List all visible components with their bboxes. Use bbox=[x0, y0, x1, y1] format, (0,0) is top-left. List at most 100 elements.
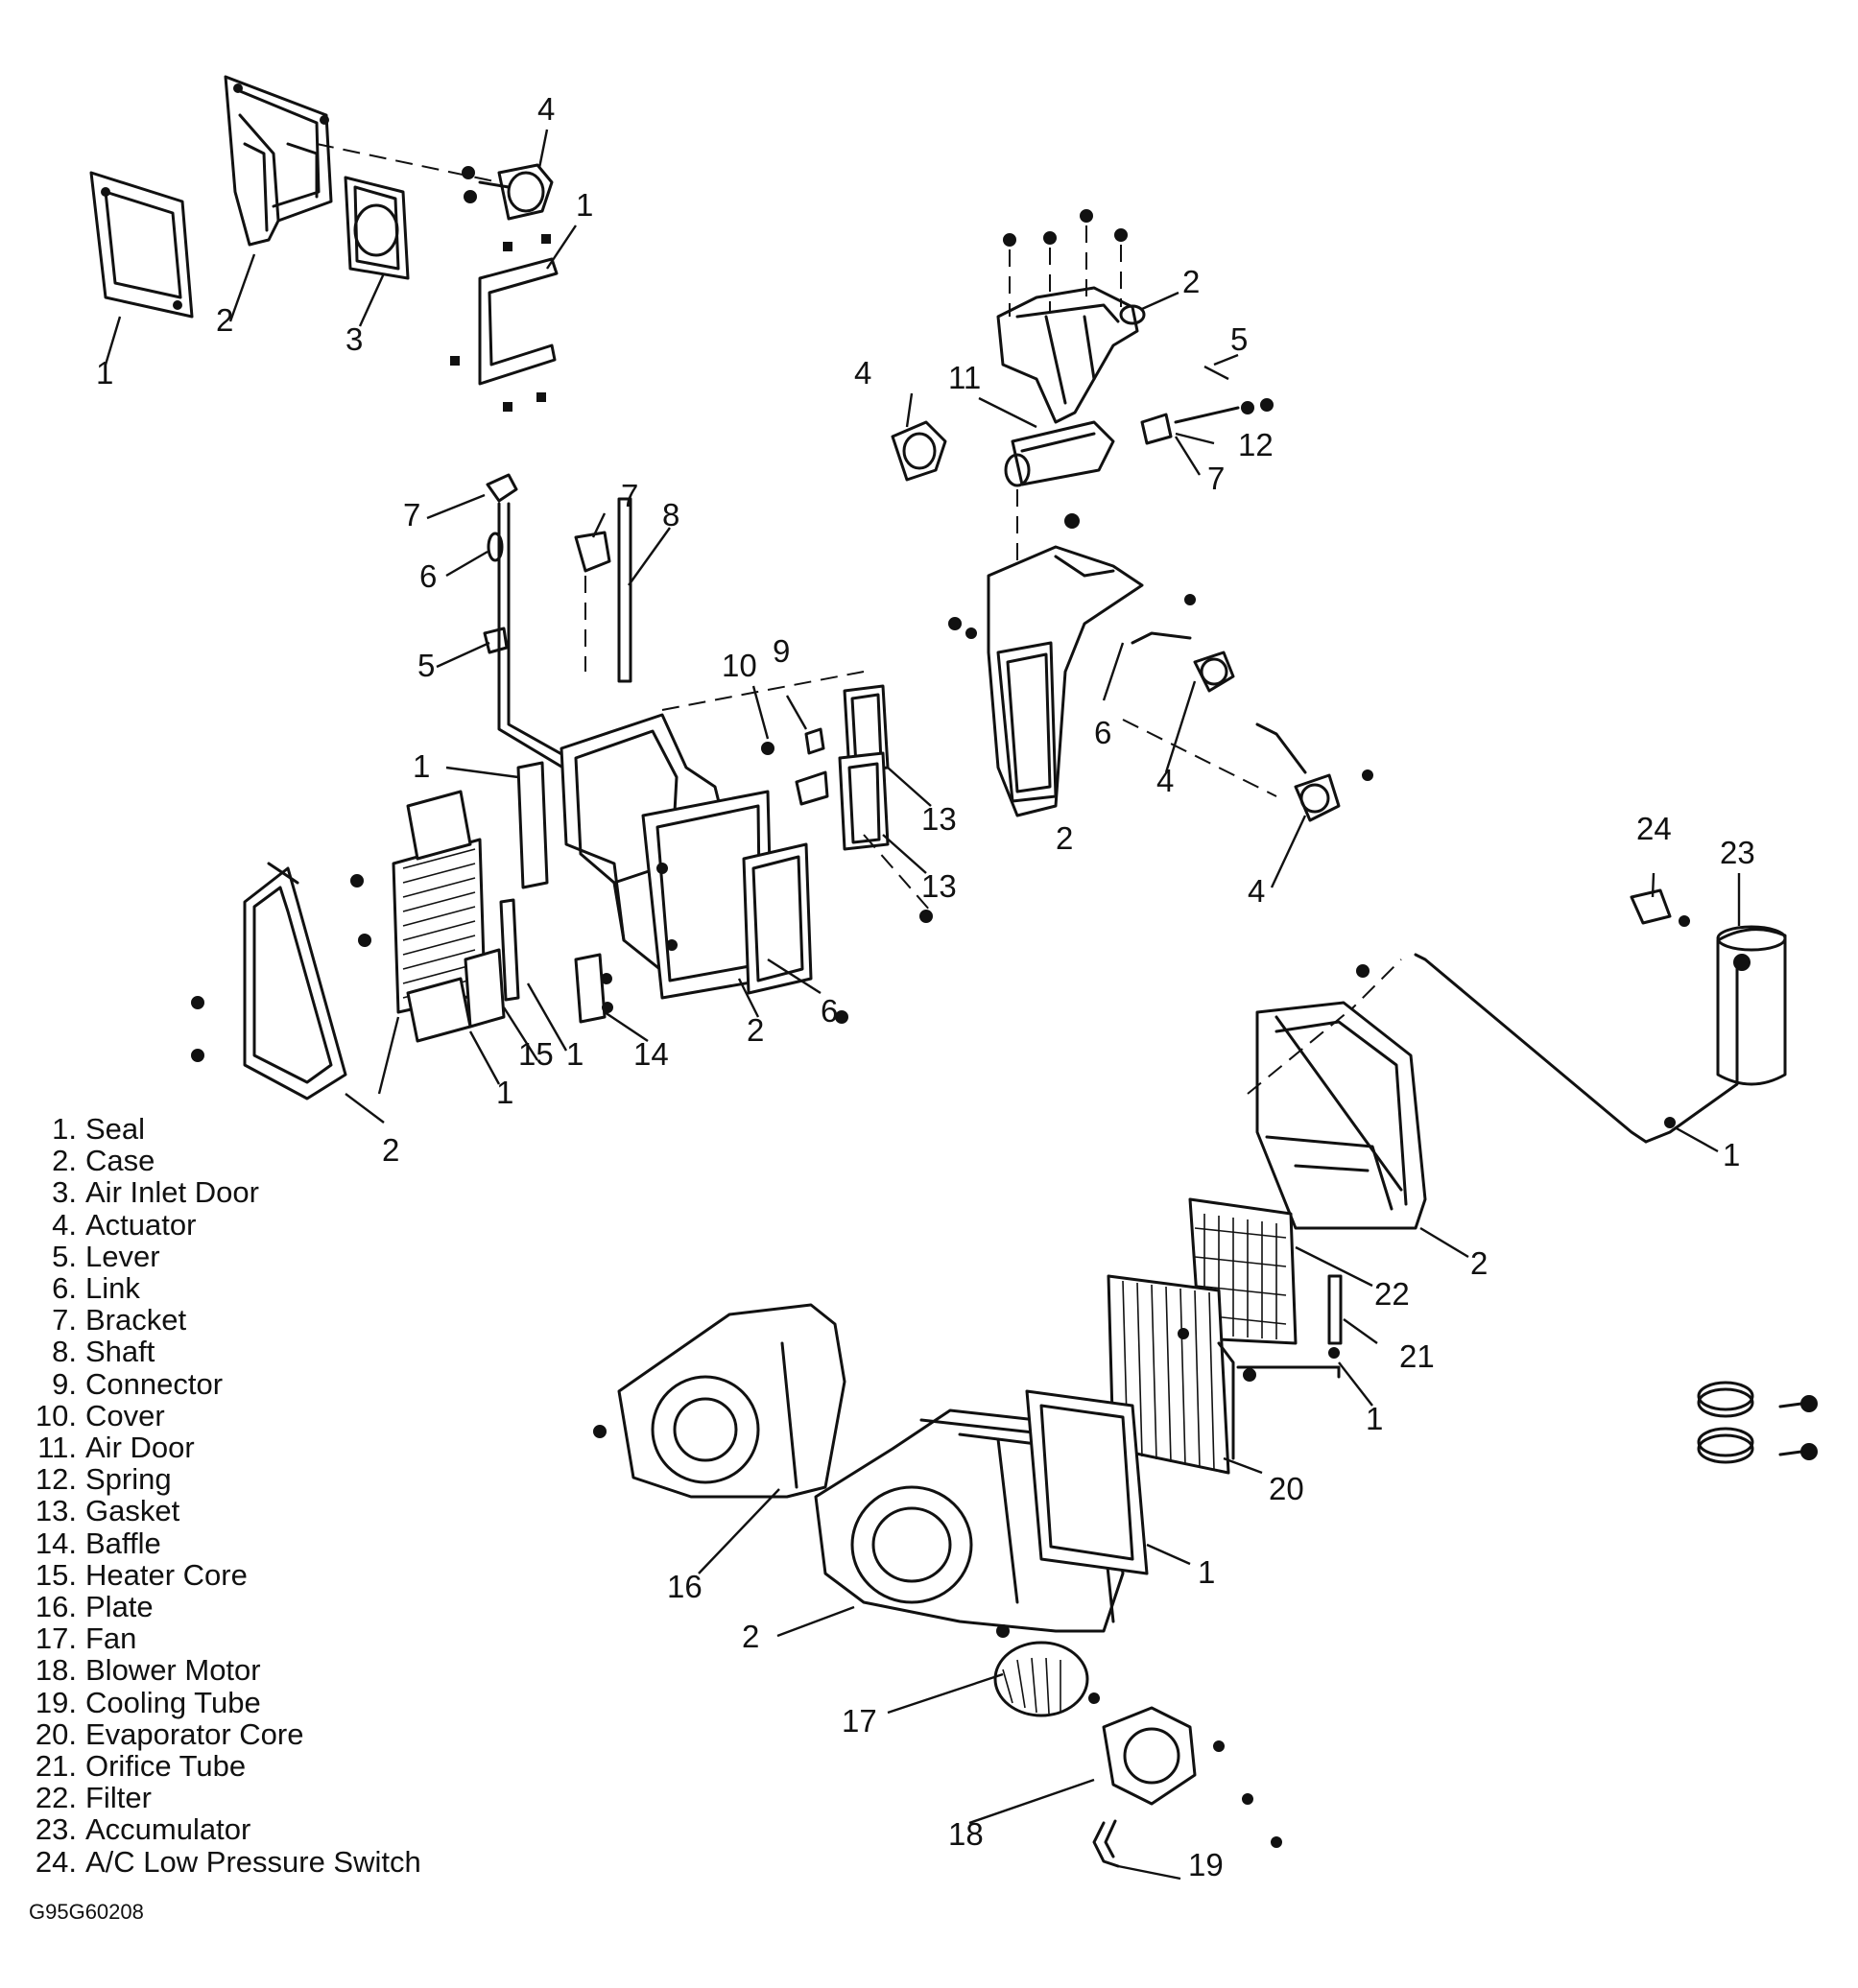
legend-item: 13.Gasket bbox=[35, 1494, 180, 1528]
callout-24: 24 bbox=[1636, 811, 1672, 846]
callout-1: 1 bbox=[496, 1075, 513, 1110]
callout-2: 2 bbox=[1470, 1245, 1488, 1281]
link-actuator-right bbox=[1122, 594, 1373, 822]
callout-13: 13 bbox=[921, 868, 957, 904]
actuator-part-top-left bbox=[316, 143, 554, 221]
callout-20: 20 bbox=[1269, 1471, 1304, 1506]
callout-2: 2 bbox=[216, 302, 233, 338]
callout-2: 2 bbox=[747, 1012, 764, 1048]
seal-strips-heater bbox=[406, 761, 549, 1043]
legend-item: 9.Connector bbox=[52, 1366, 224, 1401]
callout-2: 2 bbox=[1056, 820, 1073, 856]
legend-item: 22.Filter bbox=[35, 1781, 152, 1815]
callout-11: 11 bbox=[948, 360, 981, 395]
callout-4: 4 bbox=[854, 355, 871, 390]
callout-14: 14 bbox=[633, 1036, 669, 1072]
callout-10: 10 bbox=[722, 648, 757, 683]
legend-item: 3.Air Inlet Door bbox=[52, 1175, 259, 1210]
callout-9: 9 bbox=[773, 633, 790, 669]
callout-16: 16 bbox=[667, 1569, 703, 1604]
air-door-part bbox=[1004, 420, 1115, 487]
callout-4: 4 bbox=[1156, 763, 1174, 798]
plate-part bbox=[593, 1303, 846, 1499]
callout-19: 19 bbox=[1188, 1847, 1224, 1882]
callout-6: 6 bbox=[821, 993, 838, 1029]
callout-21: 21 bbox=[1399, 1338, 1435, 1374]
legend-item: 19.Cooling Tube bbox=[35, 1685, 261, 1719]
case-part-inlet bbox=[224, 75, 333, 247]
accumulator-part bbox=[1644, 925, 1787, 1144]
callout-1: 1 bbox=[1198, 1554, 1215, 1590]
callout-13: 13 bbox=[921, 801, 957, 837]
legend-item: 1.Seal bbox=[52, 1112, 146, 1146]
callout-6: 6 bbox=[1094, 715, 1111, 750]
callout-7: 7 bbox=[1207, 461, 1225, 496]
legend-item: 23.Accumulator bbox=[35, 1812, 251, 1847]
spring-bracket-air-door bbox=[1140, 398, 1274, 445]
legend-item: 10.Cover bbox=[35, 1398, 165, 1432]
seal-part-inlet-strip bbox=[450, 234, 559, 412]
parts-legend: 1.Seal 2.Case 3.Air Inlet Door 4.Actuato… bbox=[29, 1113, 421, 1878]
callout-7: 7 bbox=[403, 497, 420, 532]
callout-1: 1 bbox=[1723, 1137, 1740, 1172]
fan-part bbox=[993, 1624, 1089, 1717]
callout-5: 5 bbox=[417, 648, 435, 683]
lever-bracket-shaft-stack bbox=[483, 473, 632, 789]
cooling-tube-part bbox=[1092, 1819, 1120, 1868]
screws-heater bbox=[191, 743, 933, 1062]
callout-1: 1 bbox=[566, 1036, 584, 1072]
callout-labels: 1 2 3 4 1 2 5 4 11 12 7 7 7 8 6 5 10 9 1… bbox=[96, 91, 1755, 1882]
screws-air-door-top bbox=[1003, 209, 1128, 317]
actuator-part-air-door bbox=[891, 420, 947, 482]
callout-4: 4 bbox=[537, 91, 555, 127]
legend-item: 20.Evaporator Core bbox=[35, 1716, 304, 1751]
air-inlet-door-part bbox=[344, 176, 410, 280]
figure-code: G95G60208 bbox=[29, 1900, 144, 1924]
callout-6: 6 bbox=[419, 558, 437, 594]
callout-22: 22 bbox=[1374, 1276, 1410, 1312]
callout-2: 2 bbox=[742, 1619, 759, 1654]
seal-part-blower bbox=[1025, 1389, 1149, 1575]
callout-15: 15 bbox=[518, 1036, 554, 1072]
callout-5: 5 bbox=[1230, 321, 1248, 357]
legend-item: 5.Lever bbox=[52, 1239, 160, 1273]
legend-item: 11.Air Door bbox=[37, 1431, 195, 1465]
orifice-tube-part bbox=[1236, 1274, 1343, 1379]
low-pressure-switch-part bbox=[1630, 888, 1690, 927]
legend-item: 14.Baffle bbox=[35, 1526, 161, 1560]
legend-item: 6.Link bbox=[52, 1271, 140, 1306]
callout-1: 1 bbox=[576, 187, 593, 223]
seal-part-top-left bbox=[89, 171, 194, 319]
screws-bottom bbox=[1178, 964, 1370, 1382]
evaporator-core-part bbox=[1107, 1274, 1235, 1475]
case-part-air-door-lower bbox=[948, 489, 1144, 817]
callout-4: 4 bbox=[1248, 873, 1265, 909]
case-part-heater-cover bbox=[243, 862, 347, 1100]
legend-item: 15.Heater Core bbox=[35, 1557, 248, 1592]
callout-23: 23 bbox=[1720, 835, 1755, 870]
callout-18: 18 bbox=[948, 1816, 984, 1852]
legend-item: 4.Actuator bbox=[52, 1207, 197, 1242]
callout-2: 2 bbox=[382, 1132, 399, 1168]
callout-8: 8 bbox=[662, 497, 679, 532]
case-part-air-door-top bbox=[996, 286, 1146, 424]
baffle-part bbox=[574, 953, 613, 1024]
legend-item: 24.A/C Low Pressure Switch bbox=[35, 1844, 421, 1879]
callout-7: 7 bbox=[621, 478, 638, 513]
blower-motor-part bbox=[1088, 1692, 1282, 1848]
case-part-heater-main bbox=[560, 713, 774, 1000]
legend-item: 2.Case bbox=[52, 1144, 155, 1178]
leader-lines bbox=[104, 129, 1741, 1881]
legend-item: 21.Orifice Tube bbox=[35, 1749, 247, 1784]
callout-1: 1 bbox=[1366, 1401, 1383, 1436]
heater-core-part bbox=[392, 838, 506, 1029]
legend-item: 17.Fan bbox=[35, 1621, 137, 1656]
callout-1: 1 bbox=[96, 355, 113, 390]
case-part-evaporator-cover bbox=[1255, 1001, 1427, 1230]
callout-17: 17 bbox=[842, 1703, 877, 1739]
clamps-part bbox=[1697, 1381, 1818, 1464]
legend-item: 8.Shaft bbox=[52, 1335, 155, 1369]
legend-item: 12.Spring bbox=[35, 1462, 172, 1497]
